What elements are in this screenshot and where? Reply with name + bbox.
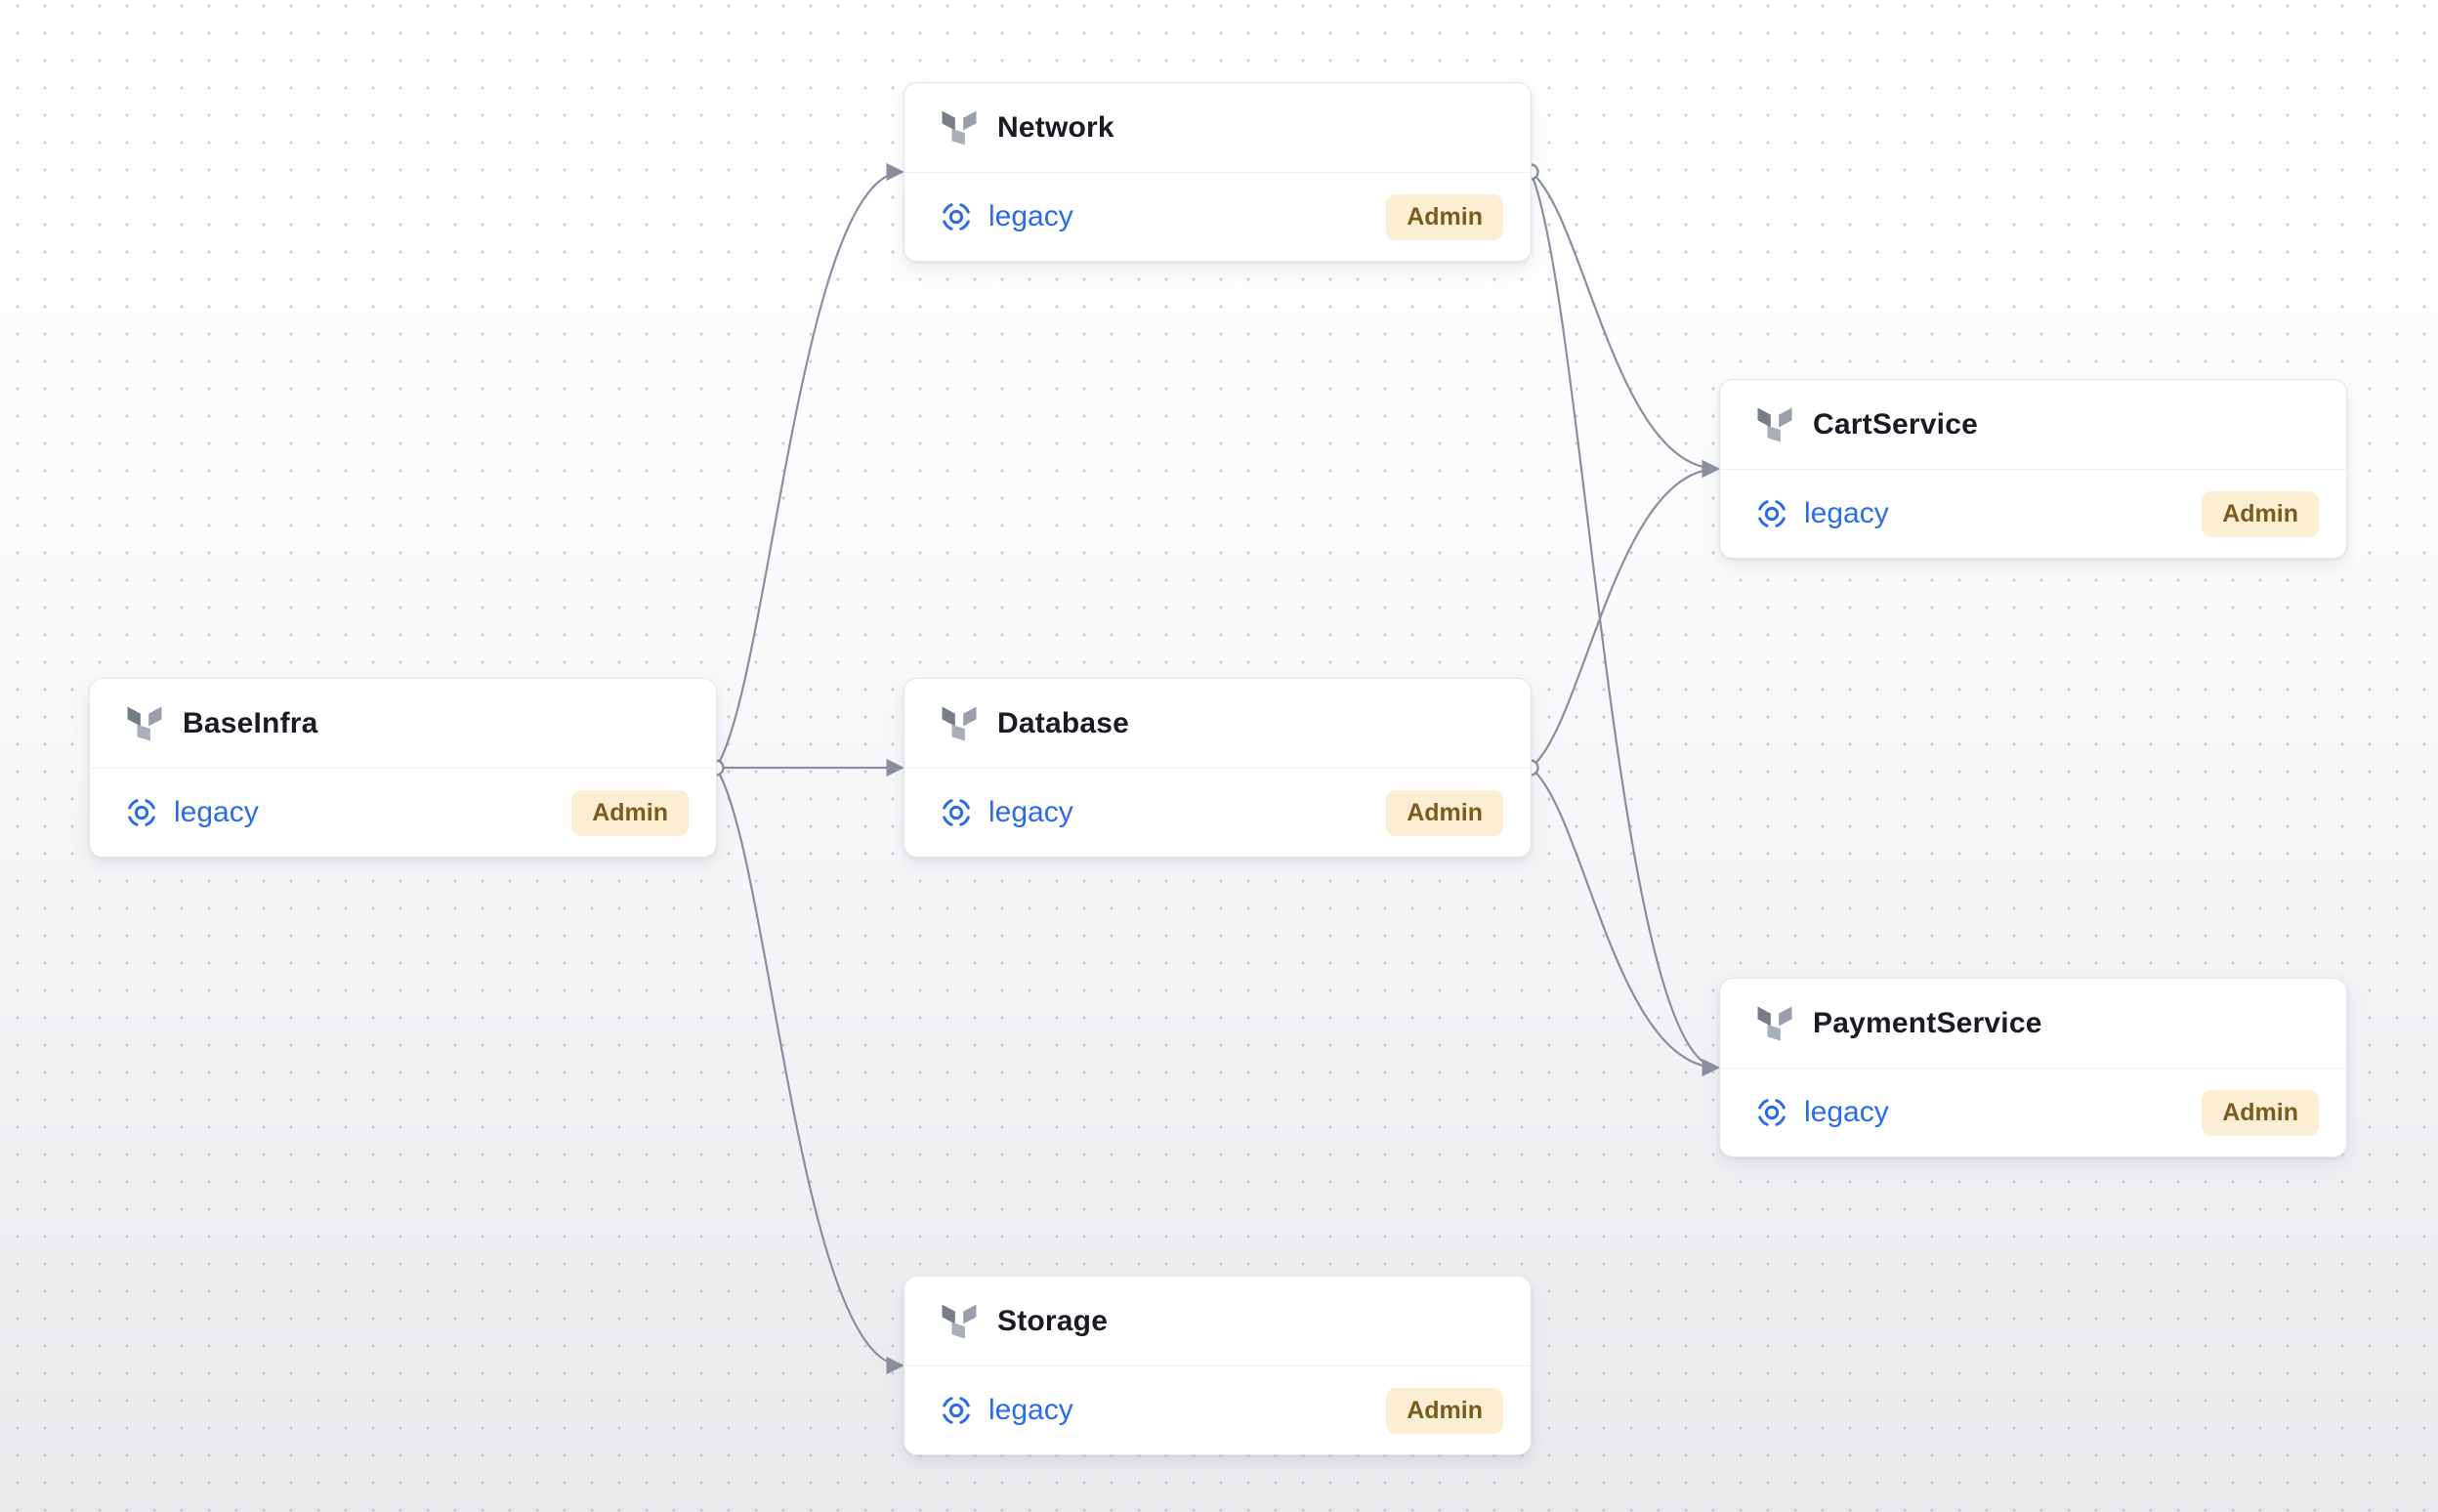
workspace-title: Database: [997, 706, 1130, 739]
terraform-icon: [1755, 1003, 1794, 1044]
project-name: legacy: [988, 1394, 1073, 1426]
project-link[interactable]: legacy: [125, 796, 259, 829]
project-target-icon: [1755, 1096, 1788, 1129]
workspace-title: BaseInfra: [183, 706, 318, 739]
edge-baseinfra-network[interactable]: [715, 162, 904, 769]
project-link[interactable]: legacy: [940, 1394, 1073, 1427]
project-target-icon: [940, 1394, 973, 1427]
workspace-node-body: legacy Admin: [90, 769, 716, 857]
workspace-node-baseinfra[interactable]: BaseInfra legacy Admin: [89, 678, 717, 858]
workspace-node-body: legacy Admin: [1720, 1069, 2346, 1156]
edge-baseinfra-storage[interactable]: [715, 767, 904, 1375]
project-name: legacy: [174, 796, 259, 828]
terraform-icon: [940, 1301, 979, 1342]
project-target-icon: [125, 796, 158, 829]
workspace-node-header: BaseInfra: [90, 679, 716, 769]
workspace-node-header: Database: [904, 679, 1531, 769]
workspace-node-header: CartService: [1720, 380, 2346, 470]
workspace-node-cartservice[interactable]: CartService legacy Admin: [1719, 379, 2347, 559]
workspace-title: PaymentService: [1813, 1006, 2042, 1039]
workspace-node-storage[interactable]: Storage legacy Admin: [904, 1276, 1532, 1455]
admin-badge: Admin: [1386, 193, 1503, 240]
workspace-node-body: legacy Admin: [904, 769, 1531, 857]
terraform-icon: [125, 703, 164, 744]
workspace-title: Storage: [997, 1304, 1109, 1337]
admin-badge: Admin: [2202, 490, 2319, 537]
project-name: legacy: [988, 796, 1073, 828]
workspace-node-paymentservice[interactable]: PaymentService legacy Admin: [1719, 978, 2347, 1157]
workspace-node-body: legacy Admin: [904, 173, 1531, 261]
workspace-node-database[interactable]: Database legacy Admin: [904, 678, 1532, 858]
edge-network-cartservice[interactable]: [1530, 171, 1720, 479]
workspace-node-header: Network: [904, 83, 1531, 173]
workspace-node-network[interactable]: Network legacy Admin: [904, 82, 1532, 262]
project-link[interactable]: legacy: [940, 796, 1073, 829]
workspace-node-header: Storage: [904, 1277, 1531, 1366]
admin-badge: Admin: [1386, 1387, 1503, 1434]
admin-badge: Admin: [571, 789, 689, 836]
project-name: legacy: [1804, 497, 1889, 529]
workspace-title: Network: [997, 110, 1114, 144]
workspace-node-header: PaymentService: [1720, 979, 2346, 1069]
project-target-icon: [940, 200, 973, 233]
workspace-node-body: legacy Admin: [904, 1366, 1531, 1454]
edge-database-cartservice[interactable]: [1530, 459, 1720, 769]
project-target-icon: [1755, 497, 1788, 530]
terraform-icon: [1755, 404, 1794, 445]
workspace-title: CartService: [1813, 407, 1978, 441]
admin-badge: Admin: [2202, 1089, 2319, 1136]
admin-badge: Admin: [1386, 789, 1503, 836]
terraform-icon: [940, 107, 979, 148]
project-link[interactable]: legacy: [1755, 497, 1889, 530]
project-link[interactable]: legacy: [1755, 1096, 1889, 1129]
edge-network-paymentservice[interactable]: [1529, 171, 1720, 1077]
workspace-node-body: legacy Admin: [1720, 470, 2346, 558]
project-target-icon: [940, 796, 973, 829]
terraform-icon: [940, 703, 979, 744]
project-name: legacy: [1804, 1096, 1889, 1128]
project-name: legacy: [988, 200, 1073, 232]
edge-database-paymentservice[interactable]: [1530, 767, 1720, 1077]
project-link[interactable]: legacy: [940, 200, 1073, 233]
